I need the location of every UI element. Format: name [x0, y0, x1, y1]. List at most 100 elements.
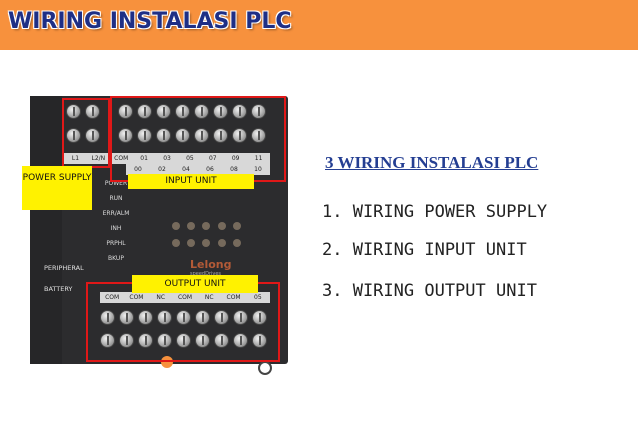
terminal-label: 07: [208, 155, 217, 162]
terminal-screw: [157, 310, 172, 325]
terminal-label: 08: [230, 166, 238, 173]
output-unit-terminal-box: [86, 282, 280, 362]
orange-marker: [161, 356, 173, 368]
terminal-screw: [232, 104, 247, 119]
connector-pin: [172, 239, 180, 247]
terminal-screw: [157, 333, 172, 348]
connector-pin: [217, 239, 226, 247]
terminal-screw: [138, 333, 153, 348]
terminal-label: 04: [182, 166, 190, 173]
connector-pin: [202, 222, 211, 230]
terminal-screw: [195, 310, 210, 325]
connector-grid: [172, 222, 244, 252]
plc-side-panel: [30, 96, 62, 364]
terminal-row-top-3: [66, 128, 100, 143]
terminal-screw: [175, 104, 190, 119]
terminal-screw: [214, 333, 229, 348]
battery-label: BATTERY: [44, 285, 73, 293]
peripheral-label: PERIPHERAL: [44, 264, 84, 272]
terminal-row-bottom-1: [100, 310, 267, 325]
terminal-label: COM: [105, 294, 120, 301]
terminal-screw: [137, 104, 152, 119]
terminal-label: COM: [114, 155, 129, 162]
terminal-screw: [118, 128, 133, 143]
status-led-err: ERR/ALM: [102, 210, 130, 217]
terminal-row-bottom-2: [100, 333, 267, 348]
terminal-label: COM: [129, 294, 144, 301]
terminal-screw: [251, 128, 266, 143]
input-unit-terminal-box: [110, 96, 286, 182]
terminal-label: L2/N: [91, 155, 106, 162]
terminal-label: 05: [186, 155, 194, 162]
terminal-screw: [194, 128, 209, 143]
terminal-label: NC: [204, 294, 214, 301]
terminal-screw: [85, 104, 100, 119]
terminal-screw: [252, 310, 267, 325]
terminal-screw: [137, 128, 152, 143]
watermark-brand: Lelong: [190, 258, 232, 271]
connector-pin: [172, 222, 180, 230]
terminal-label: 11: [254, 155, 263, 162]
terminal-label: 09: [231, 155, 240, 162]
status-led-column: POWER RUN ERR/ALM INH PRPHL BKUP: [102, 176, 130, 266]
watermark-logo: Lelong speedDrives: [190, 258, 232, 277]
terminal-label: 06: [206, 166, 214, 173]
terminal-screw: [214, 310, 229, 325]
terminal-screw: [100, 333, 115, 348]
terminal-label: 00: [134, 166, 142, 173]
terminal-label-strip-top: L1 L2/N COM 01 03 05 07 09 11: [64, 153, 270, 164]
output-unit-label: OUTPUT UNIT: [132, 275, 258, 293]
terminal-screw: [100, 310, 115, 325]
terminal-label: COM: [177, 294, 193, 301]
list-item: 2. WIRING INPUT UNIT: [322, 240, 527, 260]
terminal-screw: [119, 333, 134, 348]
watermark-sub: speedDrives: [190, 271, 222, 277]
terminal-label: 03: [163, 155, 171, 162]
terminal-screw: [176, 333, 191, 348]
terminal-screw: [156, 104, 171, 119]
status-led-power: POWER: [104, 180, 128, 187]
terminal-screw: [251, 104, 266, 119]
status-led-run: RUN: [109, 195, 123, 202]
terminal-screw: [233, 333, 248, 348]
status-led-bkup: BKUP: [108, 255, 124, 262]
terminal-label: 05: [254, 294, 262, 301]
power-supply-label: POWER SUPPLY: [22, 166, 92, 210]
terminal-label: 02: [158, 166, 166, 173]
terminal-label: L1: [71, 155, 80, 162]
terminal-row-top-1: [66, 104, 100, 119]
connector-pin: [202, 239, 211, 247]
terminal-label-strip-bottom: COM COM NC COM NC COM 05: [100, 292, 270, 303]
terminal-screw: [118, 104, 133, 119]
connector-pin: [232, 239, 241, 247]
terminal-label: COM: [226, 294, 241, 301]
terminal-screw: [85, 128, 100, 143]
list-item: 3. WIRING OUTPUT UNIT: [322, 281, 537, 301]
connector-pin: [217, 222, 226, 230]
terminal-screw: [119, 310, 134, 325]
list-item: 1. WIRING POWER SUPPLY: [322, 202, 548, 222]
terminal-screw: [252, 333, 267, 348]
terminal-screw: [176, 310, 191, 325]
terminal-screw: [156, 128, 171, 143]
terminal-screw: [66, 104, 81, 119]
input-unit-label: INPUT UNIT: [128, 174, 254, 189]
terminal-label: 10: [254, 166, 262, 173]
terminal-label: NC: [156, 294, 166, 301]
power-supply-terminal-box: [62, 98, 110, 168]
terminal-screw: [213, 104, 228, 119]
mounting-hole: [258, 361, 272, 375]
terminal-screw: [233, 310, 248, 325]
terminal-screw: [66, 128, 81, 143]
status-led-inh: INH: [110, 225, 122, 232]
connector-pin: [187, 222, 196, 230]
status-led-prphl: PRPHL: [106, 240, 126, 247]
terminal-row-top-4: [118, 128, 266, 143]
terminal-screw: [195, 333, 210, 348]
header-banner: WIRING INSTALASI PLC: [0, 0, 638, 50]
connector-pin: [232, 222, 241, 230]
terminal-label-strip-top-row2: 00 02 04 06 08 10: [126, 164, 270, 175]
section-subtitle: 3 WIRING INSTALASI PLC: [325, 153, 539, 172]
terminal-screw: [213, 128, 228, 143]
terminal-row-top-2: [118, 104, 266, 119]
